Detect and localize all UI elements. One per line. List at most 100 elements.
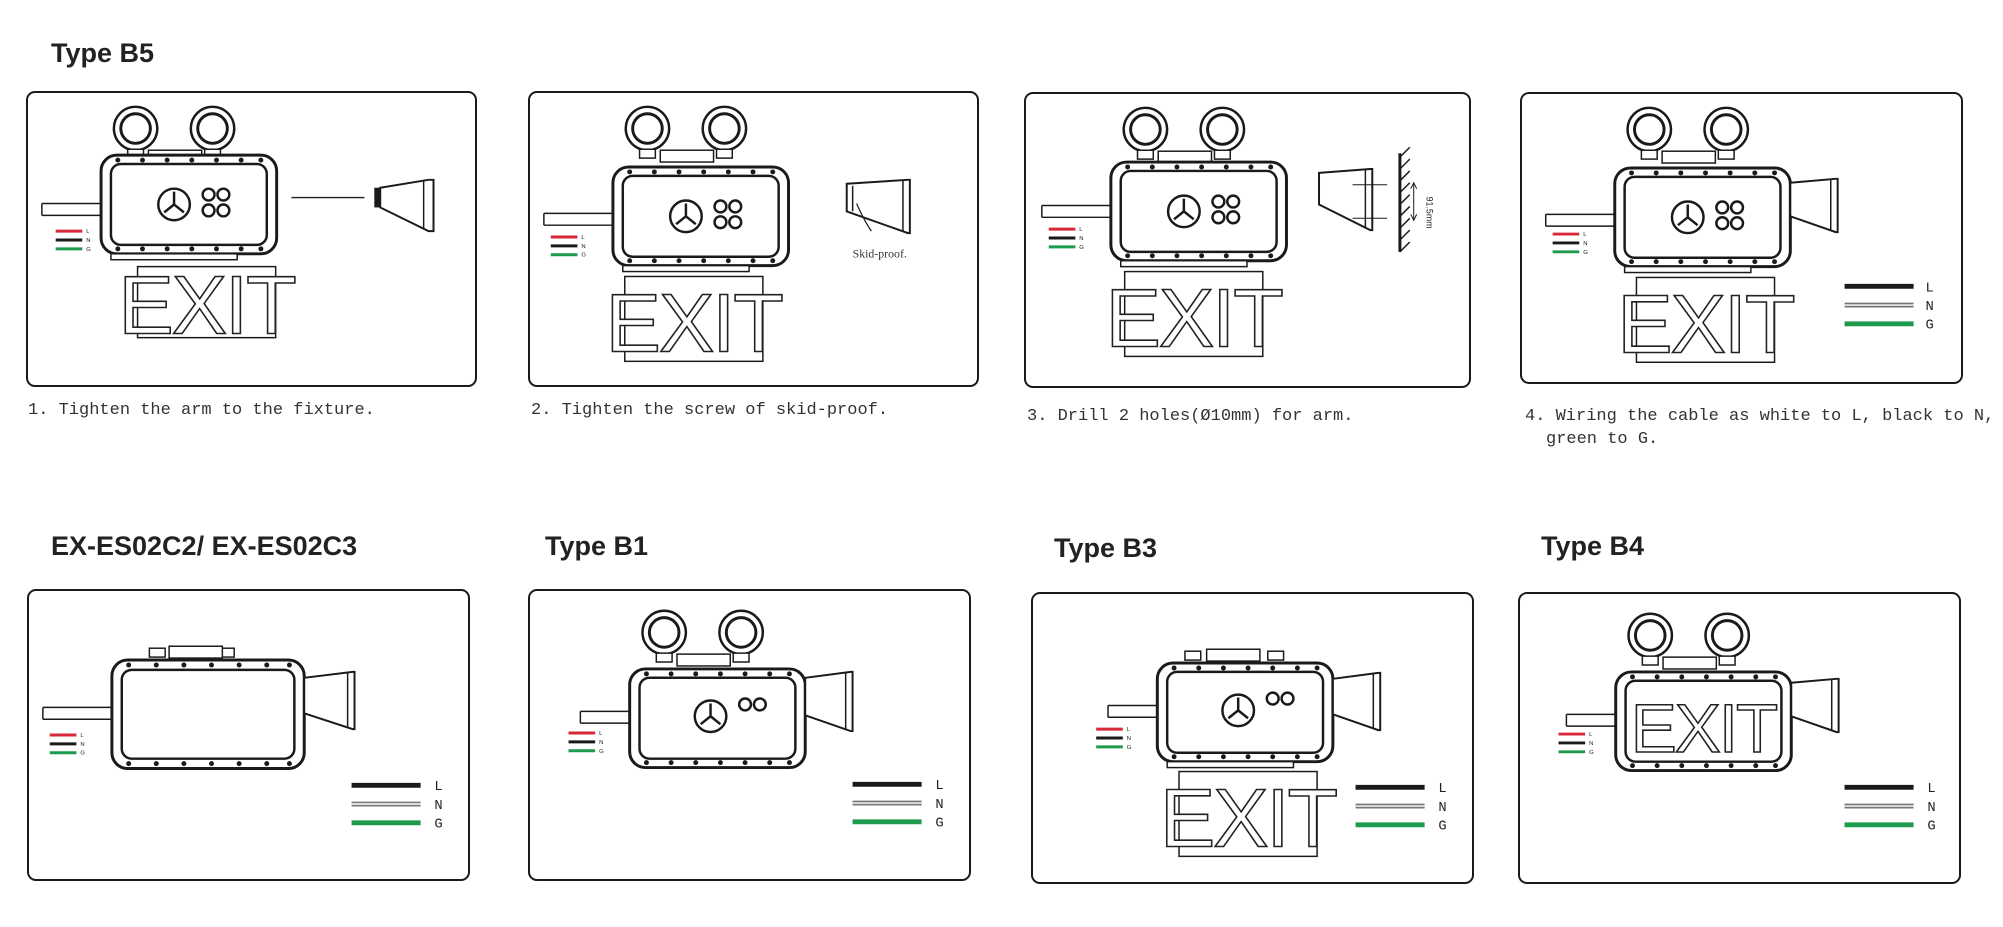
panel-step-2: L N G EXIT Skid-proof. <box>528 91 979 387</box>
exit-sign: EXIT <box>605 276 785 371</box>
heading-ex-es02c2-c3: EX-ES02C2/ EX-ES02C3 <box>51 531 358 561</box>
legend-label-n: N <box>1438 801 1446 816</box>
step-text-continued: green to G. <box>1546 430 1659 449</box>
lamp-head-left <box>641 609 688 663</box>
exit-sign: EXIT <box>1617 277 1797 372</box>
lamp-head-left <box>1626 106 1673 160</box>
wire-label-l: L <box>1079 227 1083 233</box>
wire-label-l: L <box>1583 232 1587 238</box>
step-number: 1. <box>28 401 49 420</box>
wire-leads: L N G <box>1096 727 1132 751</box>
luminaire-body <box>543 105 790 273</box>
wire-label-g: G <box>80 751 85 757</box>
wire-leads: L N G <box>568 731 604 755</box>
lamp-head-right <box>1703 106 1750 160</box>
mounting-arm <box>291 178 435 233</box>
terminal-block <box>713 199 743 230</box>
exit-lettering: EXIT <box>1617 277 1794 370</box>
wire-label-l: L <box>1589 732 1593 738</box>
step-text: Tighten the arm to the fixture. <box>58 401 375 420</box>
wire-color-legend: L N G <box>1355 782 1447 835</box>
wire-label-n: N <box>1583 241 1587 247</box>
wire-label-n: N <box>581 244 585 250</box>
diagram-step-1: L N G EXIT <box>41 105 435 353</box>
wire-color-legend: L N G <box>1844 782 1936 835</box>
legend-label-n: N <box>434 799 442 814</box>
wire-label-l: L <box>1127 727 1131 733</box>
arm-with-skid-proof <box>845 178 911 235</box>
legend-label-g: G <box>1438 820 1446 835</box>
panel-type-b1: L N G L N G <box>528 589 971 881</box>
lamp-head-left <box>1122 106 1169 160</box>
wire-label-g: G <box>86 247 91 253</box>
legend-label-l: L <box>1925 281 1933 296</box>
legend-label-l: L <box>1438 782 1446 797</box>
wire-leads: L N G <box>49 733 85 757</box>
test-switch <box>693 699 728 734</box>
diagram-type-b4: EXIT L N G L N G <box>1558 612 1936 835</box>
lamp-head-left <box>624 105 671 159</box>
wire-label-l: L <box>581 235 585 241</box>
lamp-head-right <box>718 609 765 663</box>
luminaire-body: EXIT <box>1565 612 1840 773</box>
luminaire-body <box>42 645 356 771</box>
caption-step-2: 2. Tighten the screw of skid-proof. <box>531 399 888 422</box>
caption-step-3: 3. Drill 2 holes(Ø10mm) for arm. <box>1027 405 1353 428</box>
wire-color-legend: L N G <box>852 779 944 832</box>
test-switch <box>1221 693 1256 728</box>
lamp-head-left <box>112 105 159 159</box>
caption-step-1: 1. Tighten the arm to the fixture. <box>28 399 375 422</box>
heading-type-b1: Type B1 <box>545 531 649 561</box>
step-text: Drill 2 holes(Ø10mm) for arm. <box>1057 407 1354 426</box>
lamp-head-right <box>701 105 748 159</box>
legend-label-g: G <box>1927 820 1935 835</box>
wire-label-g: G <box>1079 245 1084 251</box>
step-text: Wiring the cable as white to L, black to… <box>1555 407 1995 426</box>
terminal-block <box>1265 691 1295 706</box>
wire-label-g: G <box>581 253 586 259</box>
step-number: 2. <box>531 401 552 420</box>
diagram-type-b3: L N G EXIT L N G <box>1096 648 1447 865</box>
wire-label-g: G <box>1583 250 1588 256</box>
step-number: 3. <box>1027 407 1048 426</box>
legend-label-l: L <box>434 780 442 795</box>
diagram-step-3: L N G EXIT 91.5mm <box>1041 106 1435 366</box>
test-switch <box>157 187 192 222</box>
diagram-step-4: L N G EXIT L N G <box>1544 106 1934 372</box>
wire-label-g: G <box>599 749 604 755</box>
arm-and-wall: 91.5mm <box>1318 146 1435 253</box>
diagram-ex-es02c2-c3: L N G L N G <box>42 645 443 833</box>
lamp-head-right <box>1704 612 1751 666</box>
panel-ex-es02c2-c3: L N G L N G <box>27 589 470 881</box>
panel-type-b4: EXIT L N G L N G <box>1518 592 1961 884</box>
wire-label-n: N <box>1127 736 1131 742</box>
test-switch <box>668 199 703 234</box>
skid-proof-label: Skid-proof. <box>853 247 907 261</box>
wire-leads: L N G <box>1048 227 1084 251</box>
wire-label-n: N <box>86 238 90 244</box>
wire-label-n: N <box>599 740 603 746</box>
exit-sign: EXIT <box>118 258 298 353</box>
exit-lettering: EXIT <box>1160 771 1337 864</box>
wire-label-n: N <box>1079 236 1083 242</box>
exit-lettering: EXIT <box>606 276 783 369</box>
legend-label-l: L <box>1927 782 1935 797</box>
wire-color-legend: L N G <box>1844 281 1934 334</box>
diagram-step-2: L N G EXIT Skid-proof. <box>543 105 911 371</box>
exit-sign: EXIT <box>1105 271 1285 366</box>
legend-label-n: N <box>1927 801 1935 816</box>
test-switch <box>1166 194 1201 229</box>
exit-lettering: EXIT <box>118 259 295 352</box>
dimension-label: 91.5mm <box>1425 197 1435 229</box>
caption-step-4: 4. Wiring the cable as white to L, black… <box>1525 405 1994 451</box>
panel-step-1: L N G EXIT <box>26 91 477 387</box>
test-switch <box>1670 200 1705 235</box>
wire-label-g: G <box>1127 745 1132 751</box>
legend-label-l: L <box>935 779 943 794</box>
legend-label-g: G <box>935 817 943 832</box>
wire-label-l: L <box>86 229 90 235</box>
wire-label-g: G <box>1589 750 1594 756</box>
wire-label-n: N <box>1589 741 1593 747</box>
wire-label-n: N <box>80 742 84 748</box>
panel-type-b3: L N G EXIT L N G <box>1031 592 1474 884</box>
